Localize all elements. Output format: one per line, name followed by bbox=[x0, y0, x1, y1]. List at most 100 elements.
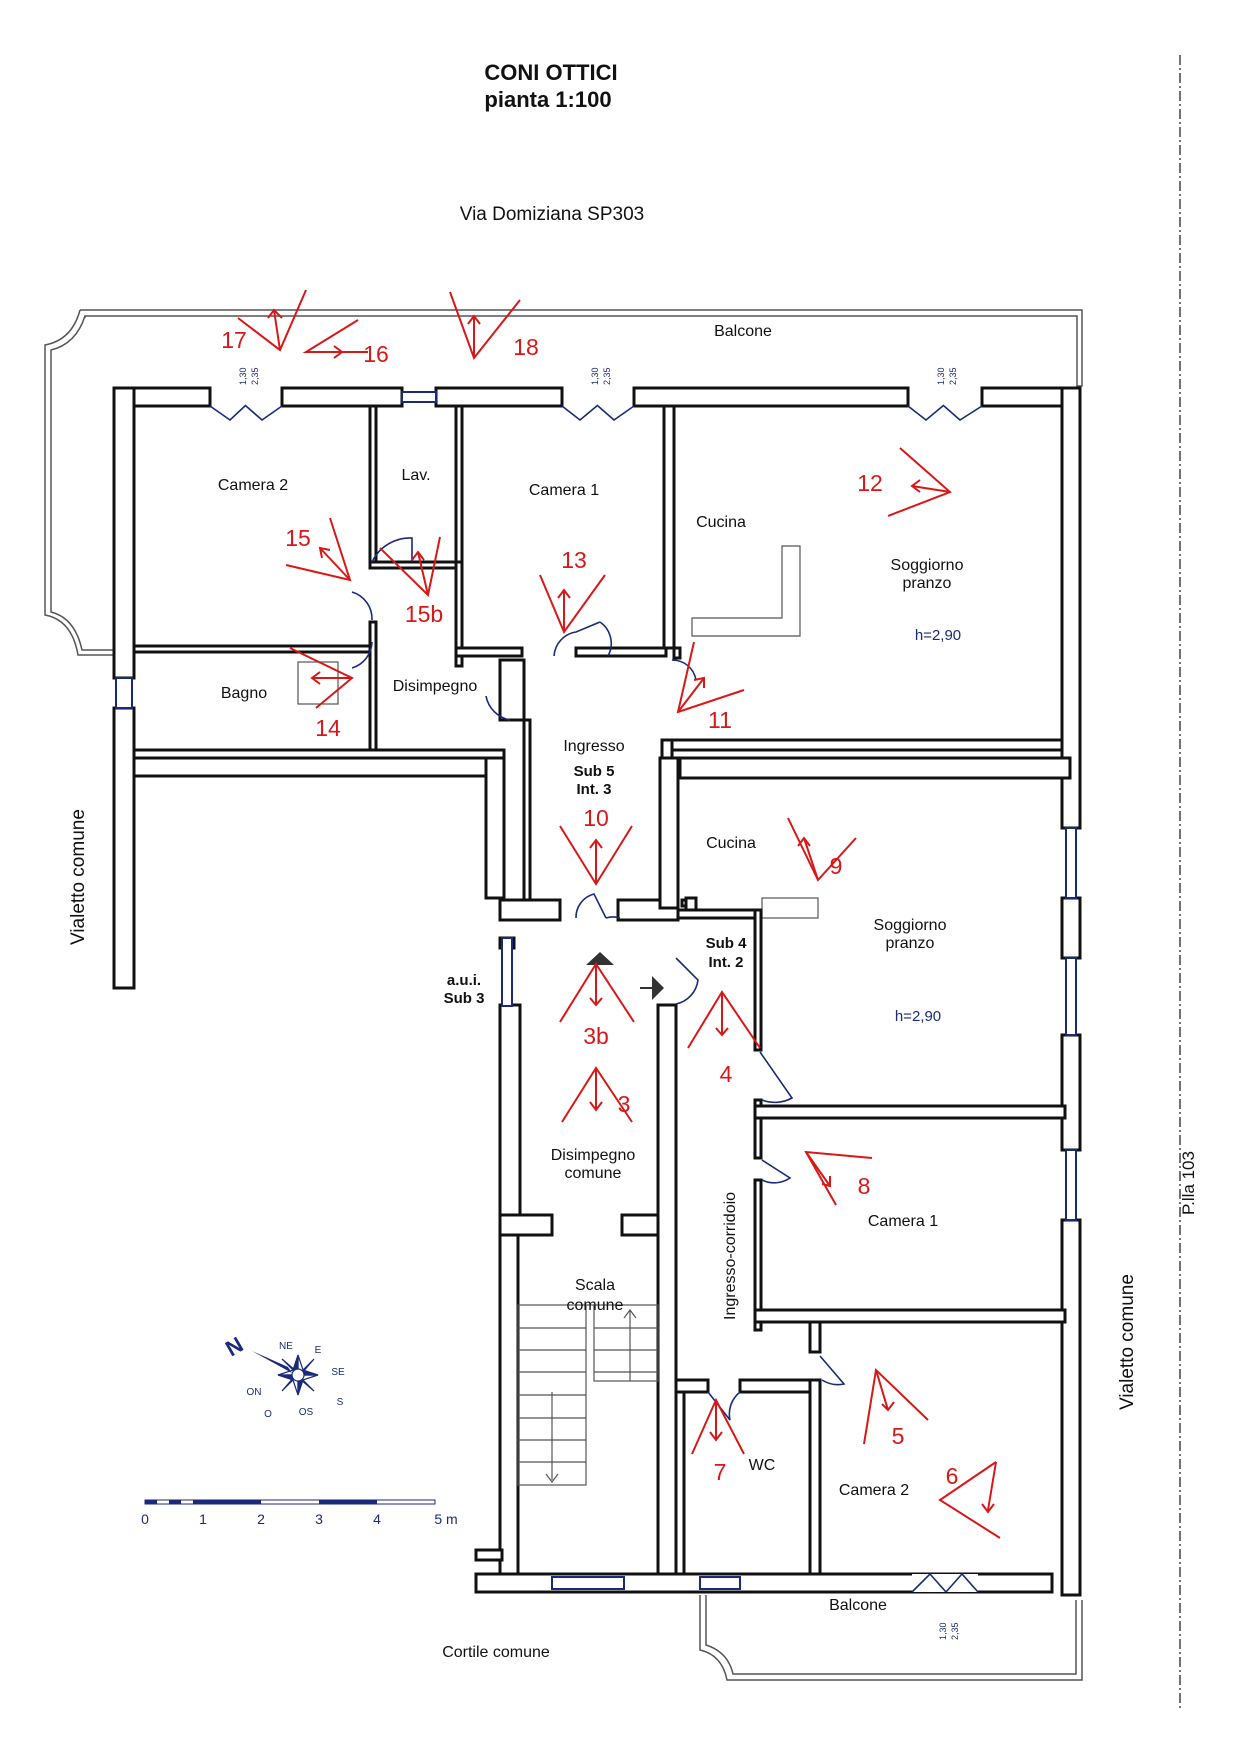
plan-subtitle: pianta 1:100 bbox=[484, 87, 611, 112]
room-disimpegno-top: Disimpegno bbox=[393, 678, 478, 695]
svg-text:1: 1 bbox=[199, 1511, 207, 1527]
wall bbox=[678, 756, 1072, 780]
wall bbox=[498, 1233, 520, 1592]
cone-label-3b: 3b bbox=[583, 1023, 609, 1049]
room-lav: Lav. bbox=[401, 467, 430, 484]
wall bbox=[574, 646, 668, 658]
sub4-label: Sub 4 bbox=[706, 935, 747, 952]
room-soggiorno-mid: Soggiorno bbox=[874, 917, 947, 934]
cone-label-6: 6 bbox=[946, 1463, 959, 1489]
window-dims: 1,30 2,35 1,30 2,35 1,30 2,35 1,30 2,35 bbox=[238, 367, 960, 1640]
window bbox=[115, 677, 133, 709]
wall bbox=[484, 756, 506, 900]
wall bbox=[522, 718, 532, 922]
wall bbox=[368, 404, 378, 564]
svg-text:2,35: 2,35 bbox=[602, 367, 612, 385]
window bbox=[699, 1576, 741, 1590]
svg-text:4: 4 bbox=[373, 1511, 381, 1527]
wall bbox=[454, 560, 464, 668]
arrow-up bbox=[586, 952, 614, 965]
svg-text:2,35: 2,35 bbox=[250, 367, 260, 385]
room-camera-1-top: Camera 1 bbox=[529, 482, 599, 499]
wall bbox=[454, 404, 464, 564]
wall bbox=[474, 1548, 504, 1562]
plan-title: CONI OTTICI bbox=[484, 60, 617, 85]
wall bbox=[674, 1378, 710, 1394]
street-label: Via Domiziana SP303 bbox=[460, 204, 644, 225]
room-scala-comune: comune bbox=[567, 1297, 624, 1314]
svg-text:OS: OS bbox=[299, 1407, 314, 1418]
wall bbox=[132, 756, 506, 778]
kitchen-counter bbox=[761, 897, 819, 919]
wall bbox=[112, 706, 136, 990]
wall bbox=[753, 1116, 763, 1160]
wall bbox=[498, 1003, 522, 1217]
room-camera-2-bottom: Camera 2 bbox=[839, 1482, 909, 1499]
svg-text:2,35: 2,35 bbox=[948, 367, 958, 385]
wall bbox=[498, 898, 562, 922]
cone-label-9: 9 bbox=[830, 853, 843, 879]
wall bbox=[112, 386, 136, 680]
svg-text:1,30: 1,30 bbox=[590, 367, 600, 385]
svg-text:O: O bbox=[264, 1409, 272, 1420]
door-swings bbox=[209, 404, 983, 1593]
balcony-left-outline bbox=[44, 309, 115, 656]
cone-label-11: 11 bbox=[708, 707, 732, 733]
window bbox=[1065, 1149, 1077, 1221]
room-cucina-mid: Cucina bbox=[706, 835, 756, 852]
cone-label-15b: 15b bbox=[405, 601, 443, 627]
height-top: h=2,90 bbox=[915, 627, 961, 644]
wall bbox=[632, 386, 910, 408]
svg-text:0: 0 bbox=[141, 1511, 149, 1527]
cone-label-16: 16 bbox=[363, 341, 389, 367]
svg-text:S: S bbox=[337, 1397, 344, 1408]
cone-label-13: 13 bbox=[561, 547, 587, 573]
wall bbox=[280, 386, 404, 408]
cone-label-10: 10 bbox=[583, 805, 609, 831]
room-scala: Scala bbox=[575, 1277, 615, 1294]
wall bbox=[753, 1308, 1067, 1324]
room-soggiorno-top: Soggiorno bbox=[891, 557, 964, 574]
int3-label: Int. 3 bbox=[576, 781, 611, 798]
window bbox=[1065, 957, 1077, 1036]
balcony-bottom-outline bbox=[699, 1595, 1083, 1681]
wall bbox=[454, 646, 524, 658]
wall bbox=[658, 756, 680, 910]
room-disimpegno-comune-2: comune bbox=[565, 1165, 622, 1182]
wall bbox=[753, 1178, 763, 1332]
svg-text:2,35: 2,35 bbox=[950, 1622, 960, 1640]
window bbox=[1065, 827, 1077, 899]
room-pranzo-mid: pranzo bbox=[886, 935, 935, 952]
svg-text:1,30: 1,30 bbox=[936, 367, 946, 385]
cone-label-15: 15 bbox=[285, 525, 311, 551]
svg-text:5 m: 5 m bbox=[434, 1511, 457, 1527]
room-camera-2-top: Camera 2 bbox=[218, 477, 288, 494]
room-wc: WC bbox=[749, 1457, 776, 1474]
svg-text:1,30: 1,30 bbox=[938, 1622, 948, 1640]
kitchen-counter bbox=[691, 545, 801, 637]
room-bagno: Bagno bbox=[221, 685, 267, 702]
compass-rose: N NE E SE S OS O ON bbox=[221, 1332, 345, 1420]
wall bbox=[738, 1378, 812, 1394]
wall bbox=[368, 560, 462, 570]
svg-text:ON: ON bbox=[247, 1387, 262, 1398]
wall bbox=[368, 620, 378, 752]
sub5-label: Sub 5 bbox=[574, 763, 615, 780]
cone-label-8: 8 bbox=[858, 1173, 871, 1199]
wall bbox=[662, 404, 676, 650]
wall bbox=[1060, 1033, 1082, 1152]
balcony-top-label: Balcone bbox=[714, 323, 772, 340]
svg-text:NE: NE bbox=[279, 1341, 293, 1352]
wall bbox=[498, 1213, 554, 1237]
room-disimpegno-comune: Disimpegno bbox=[551, 1147, 636, 1164]
wall bbox=[670, 738, 1064, 752]
window bbox=[551, 1576, 625, 1590]
window bbox=[401, 391, 437, 403]
svg-text:2: 2 bbox=[257, 1511, 265, 1527]
wall bbox=[434, 386, 564, 408]
arrow-right bbox=[652, 976, 664, 1000]
room-cucina-top: Cucina bbox=[696, 514, 746, 531]
compass-north: N bbox=[221, 1332, 247, 1362]
svg-text:3: 3 bbox=[315, 1511, 323, 1527]
